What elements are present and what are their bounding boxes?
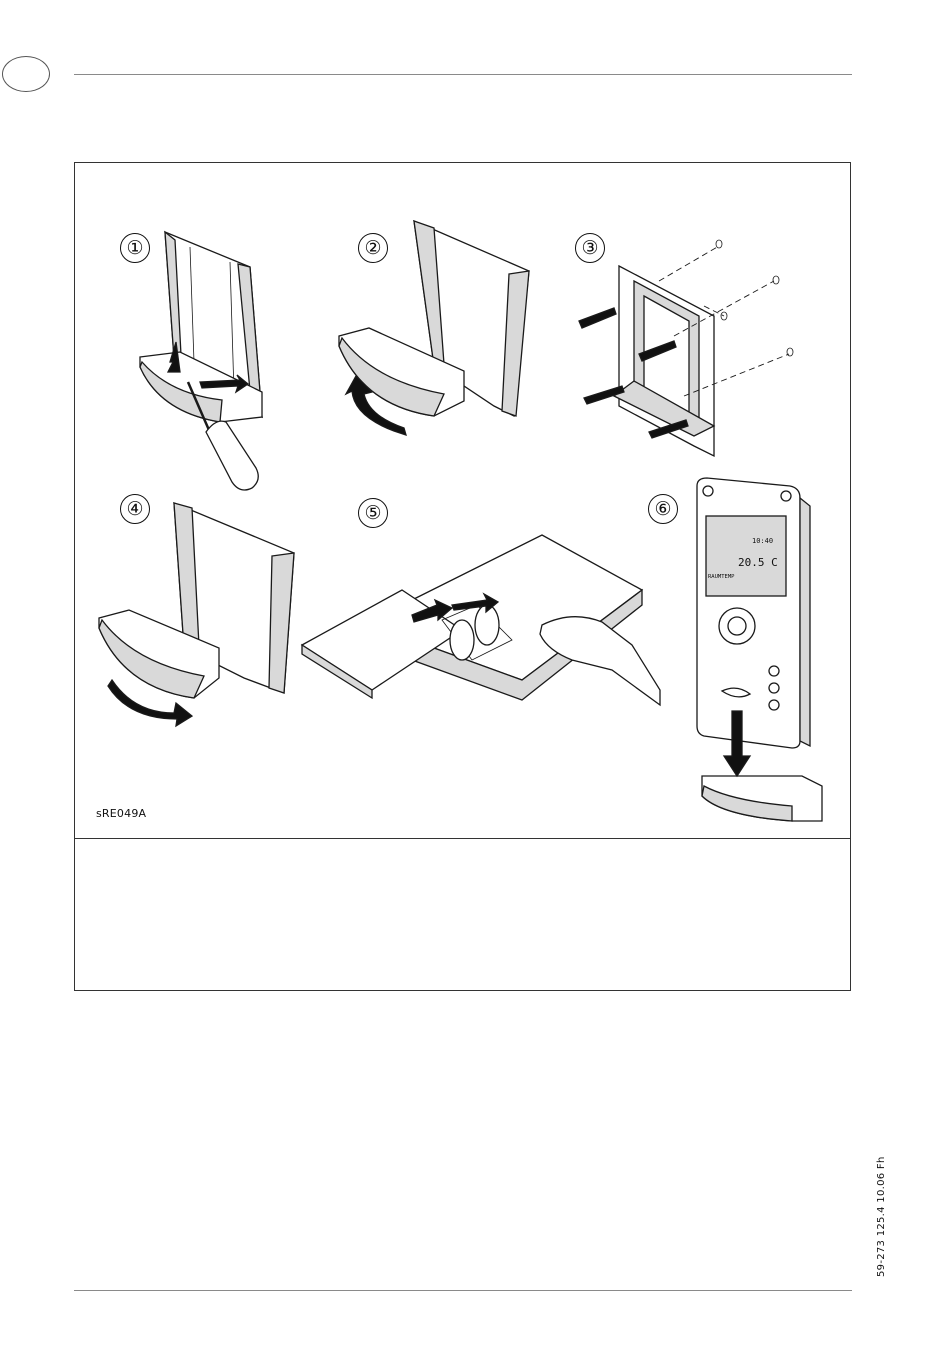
step-5-badge: ⑤ <box>358 498 388 528</box>
display-label: RAUMTEMP <box>708 574 735 580</box>
figure-code: sRE049A <box>96 807 146 820</box>
display-temperature: 20.5 C <box>738 556 778 569</box>
step-6-badge: ⑥ <box>648 494 678 524</box>
battery-insert-icon <box>302 530 662 725</box>
display-time: 10:40 <box>752 537 773 545</box>
header-rule <box>74 74 852 75</box>
wall-mount-screws-icon <box>574 236 794 461</box>
footer-rule <box>74 1290 852 1291</box>
document-code: 59-273 125.4 10.06 Fh <box>876 1156 887 1277</box>
screwdriver-release-icon <box>130 222 290 512</box>
controller-attach-icon <box>692 476 832 826</box>
language-tab-circle <box>2 56 50 92</box>
tilt-close-icon <box>94 498 304 738</box>
figure-divider <box>74 838 851 839</box>
tilt-open-icon <box>334 216 534 446</box>
